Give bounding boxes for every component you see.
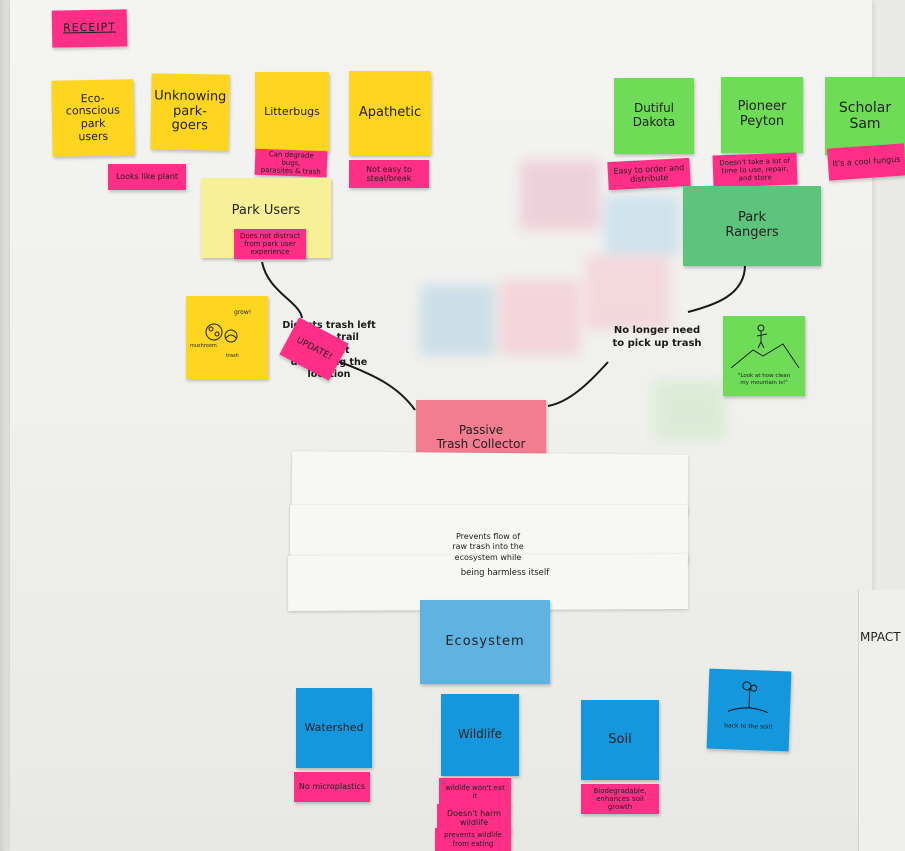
mushroom-sketch-icon: [205, 323, 238, 343]
paper-strip: [290, 505, 688, 563]
ecosystem-note: Ecosystem: [420, 600, 550, 684]
eco-subnote: prevents wildlife from eating: [435, 828, 511, 851]
soil-sketch-note: back to the soil!: [706, 668, 792, 752]
impact-label: MPACT: [860, 630, 901, 644]
ghost-note: [605, 195, 680, 255]
park-rangers-note: Park Rangers: [683, 186, 821, 266]
sketch-caption: "Look at how clean my mountain is!": [737, 373, 791, 386]
park-users-subnote: Does not distract from park user experie…: [234, 229, 306, 259]
ranger-subnote: Easy to order and distribute: [607, 157, 691, 191]
ghost-note: [585, 255, 670, 330]
ranger-subnote: It's a cool fungus: [826, 143, 905, 181]
user-note-apathetic: Apathetic: [349, 71, 431, 155]
mountain-sketch-note: "Look at how clean my mountain is!": [723, 316, 805, 396]
user-note-litterbugs: Litterbugs: [255, 72, 329, 152]
flow-text-2: being harmless itself: [460, 568, 550, 578]
user-note-unknowing: Unknowing park- goers: [150, 73, 230, 151]
park-users-note: Park Users: [201, 178, 331, 258]
user-subnote: Can degrade bugs, parasites & trash: [254, 148, 328, 178]
ranger-note-dakota: Dutiful Dakota: [614, 78, 694, 154]
receipt-note: RECEIPT: [51, 9, 128, 48]
user-subnote: Not easy to steal/break: [349, 160, 429, 188]
ranger-note-peyton: Pioneer Peyton: [721, 77, 803, 153]
sprout-sketch-icon: [727, 681, 769, 714]
sketch-label: trash: [226, 353, 239, 359]
connector-line: [334, 359, 416, 411]
connector-line: [547, 361, 609, 407]
mountain-sketch-icon: [730, 324, 800, 369]
eco-note-watershed: Watershed: [296, 688, 372, 768]
eco-note-wildlife: Wildlife: [441, 694, 519, 776]
ghost-note: [520, 160, 600, 230]
right-branch-text: No longer need to pick up trash: [612, 325, 702, 349]
side-paper-sheet: [858, 590, 905, 851]
mushroom-sketch-note: grow! mushroom trash: [186, 296, 268, 379]
sketch-label: mushroom: [190, 343, 217, 349]
eco-subnote: Biodegradable, enhances soil growth: [581, 784, 659, 814]
connector-line: [261, 261, 303, 319]
ghost-note: [500, 280, 580, 355]
ghost-note: [655, 380, 725, 440]
sketch-label: grow!: [234, 309, 252, 316]
eco-note-soil: Soil: [581, 700, 659, 780]
user-subnote: Looks like plant: [108, 164, 186, 190]
eco-subnote: No microplastics: [294, 772, 370, 802]
connector-line: [687, 264, 746, 313]
user-note-eco: Eco- conscious park users: [51, 79, 135, 157]
ranger-subnote: Doesn't take a lot of time to use, repai…: [712, 152, 798, 188]
ranger-note-sam: Scholar Sam: [825, 77, 905, 155]
ghost-note: [420, 285, 495, 355]
eco-subnote: Doesn't harm wildlife: [437, 804, 511, 832]
flow-text: Prevents flow of raw trash into the ecos…: [452, 532, 524, 562]
eco-subnote: wildlife won't eat it: [439, 778, 511, 806]
